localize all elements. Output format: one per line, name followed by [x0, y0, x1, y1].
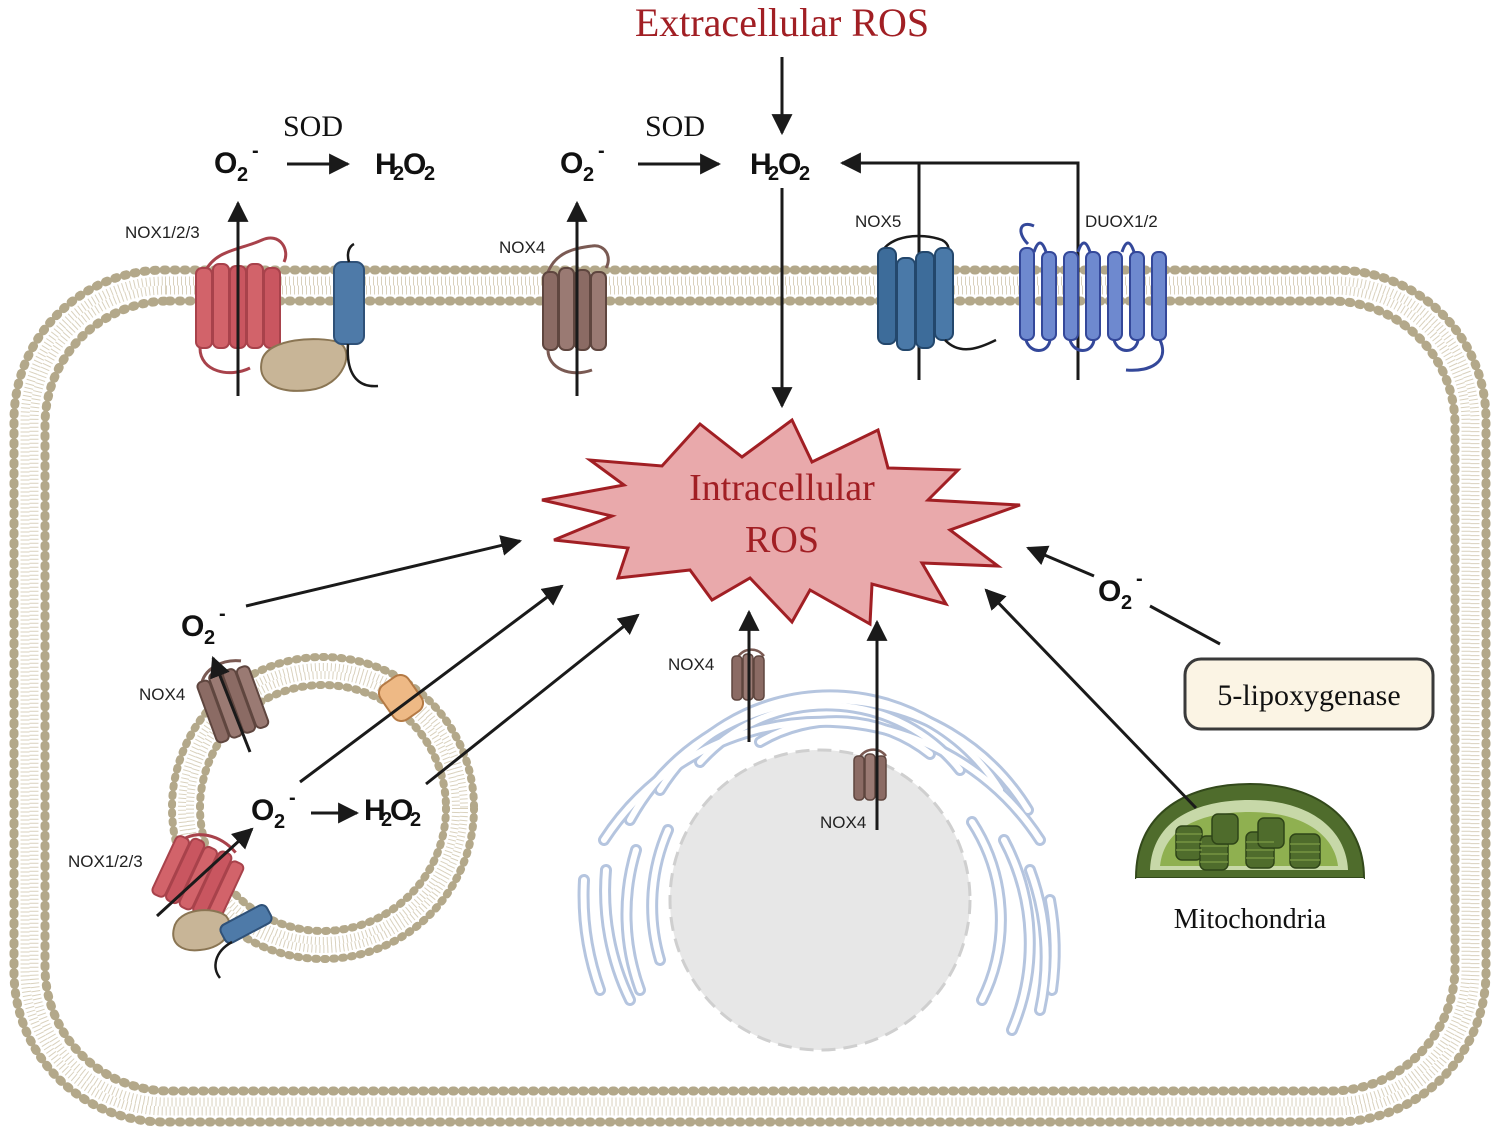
endosome-channel: [377, 673, 425, 723]
p22phox: [333, 261, 365, 345]
svg-text:-: -: [252, 140, 259, 162]
mitochondria-label: Mitochondria: [1174, 904, 1327, 935]
arrow-endosome-nox4-to-o2: [210, 656, 252, 753]
line-lipox-to-o2: [1149, 604, 1221, 646]
nox123-label-top: NOX1/2/3: [125, 223, 200, 242]
nox4-plasma-membrane: [542, 244, 610, 375]
nox4-label-endosome: NOX4: [139, 685, 185, 704]
sod-label-middle: SOD: [645, 110, 705, 143]
h2o2-endosome: H 2 O 2: [364, 794, 421, 831]
arrow-endosome-o2-to-intracellular: [299, 584, 564, 784]
nox4-label-er-bottom: NOX4: [820, 813, 866, 832]
svg-text:H: H: [364, 794, 386, 827]
h2o2-top-middle: H 2 O 2: [750, 148, 810, 185]
endosome: [168, 653, 478, 963]
arrow-endosome-nox123-to-o2: [155, 827, 254, 918]
endosome-p22phox: [219, 904, 273, 944]
o2-superoxide-left: O 2 -: [181, 603, 226, 649]
svg-text:2: 2: [381, 809, 392, 831]
svg-text:H: H: [750, 148, 772, 181]
nox4-label-top: NOX4: [499, 238, 545, 257]
o2-superoxide-endosome: O 2 -: [251, 787, 296, 833]
nox4-er-bottom: [853, 748, 887, 801]
svg-text:-: -: [1136, 568, 1143, 590]
nox123-label-endosome: NOX1/2/3: [68, 852, 143, 871]
h2o2-top-left: H 2 O 2: [375, 148, 435, 185]
svg-text:2: 2: [799, 163, 810, 185]
nox5-label: NOX5: [855, 212, 901, 231]
svg-text:O: O: [390, 794, 413, 827]
duox12-plasma-membrane: [1019, 223, 1167, 372]
svg-text:O: O: [560, 147, 583, 180]
svg-text:-: -: [289, 787, 296, 809]
nucleus: [668, 748, 972, 1052]
svg-text:2: 2: [424, 163, 435, 185]
svg-text:-: -: [598, 140, 605, 162]
svg-text:O: O: [778, 148, 801, 181]
nox5-plasma-membrane: [877, 234, 997, 351]
svg-text:2: 2: [237, 164, 248, 186]
svg-text:H: H: [375, 148, 397, 181]
arrow-o2-right-to-intracellular: [1026, 545, 1095, 578]
svg-text:2: 2: [410, 809, 421, 831]
lipoxygenase-box: 5-lipoxygenase: [1183, 657, 1435, 731]
svg-text:2: 2: [768, 163, 779, 185]
arrow-mito-to-intracellular: [984, 588, 1198, 810]
cell-membrane: [9, 265, 1491, 1127]
svg-text:O: O: [214, 147, 237, 180]
lipoxygenase-label: 5-lipoxygenase: [1217, 679, 1400, 712]
svg-text:-: -: [219, 603, 226, 625]
title-extracellular-ros: Extracellular ROS: [635, 0, 929, 45]
top-left-reaction: SOD O 2 - H 2 O 2: [214, 110, 435, 186]
nox123-endosome: [151, 833, 245, 924]
svg-text:O: O: [251, 794, 274, 827]
mitochondria: [1134, 782, 1366, 900]
o2-superoxide-top-left: O 2 -: [214, 140, 259, 186]
er-inner-line: [580, 692, 1058, 1033]
svg-text:2: 2: [274, 811, 285, 833]
nox4-endosome: [196, 659, 270, 744]
duox-label: DUOX1/2: [1085, 212, 1158, 231]
sod-label-left: SOD: [283, 110, 343, 143]
svg-text:2: 2: [583, 164, 594, 186]
svg-text:2: 2: [393, 163, 404, 185]
intracellular-ros-line1: Intracellular: [689, 467, 875, 509]
svg-text:O: O: [403, 148, 426, 181]
intracellular-ros-line2: ROS: [745, 519, 819, 561]
svg-text:O: O: [181, 610, 204, 643]
svg-text:2: 2: [204, 627, 215, 649]
svg-text:2: 2: [1121, 592, 1132, 614]
p47-blob: [260, 338, 348, 392]
arrow-endosome-h2o2-to-intracellular: [425, 613, 640, 786]
o2-superoxide-right: O 2 -: [1098, 568, 1143, 614]
nox4-label-er-top: NOX4: [668, 655, 714, 674]
arrow-o2-left-to-intracellular: [245, 535, 523, 608]
top-middle-reaction: SOD O 2 - H 2 O 2: [560, 110, 810, 186]
o2-superoxide-top-middle: O 2 -: [560, 140, 605, 186]
svg-text:O: O: [1098, 575, 1121, 608]
nox123-plasma-membrane: [195, 236, 379, 392]
